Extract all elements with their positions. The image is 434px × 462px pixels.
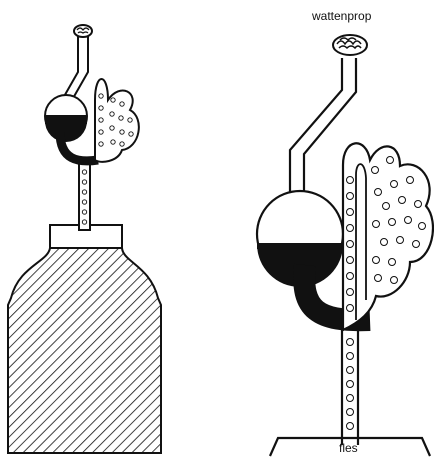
cotton-plug	[333, 35, 367, 55]
small-inlet-tube	[62, 36, 88, 100]
enlarged-detail	[257, 35, 433, 456]
small-bubble-chamber	[95, 79, 139, 162]
small-stem	[79, 160, 90, 230]
bottle-body	[8, 248, 161, 453]
bubble-chamber	[343, 143, 433, 330]
cotton-plug-label: wattenprop	[312, 9, 371, 23]
small-bottle	[8, 225, 161, 453]
small-assembly	[8, 25, 161, 453]
outlet-tube	[342, 330, 358, 445]
small-bulb	[45, 95, 87, 142]
small-cotton-plug	[74, 25, 92, 37]
bottle-label: fles	[339, 441, 358, 455]
